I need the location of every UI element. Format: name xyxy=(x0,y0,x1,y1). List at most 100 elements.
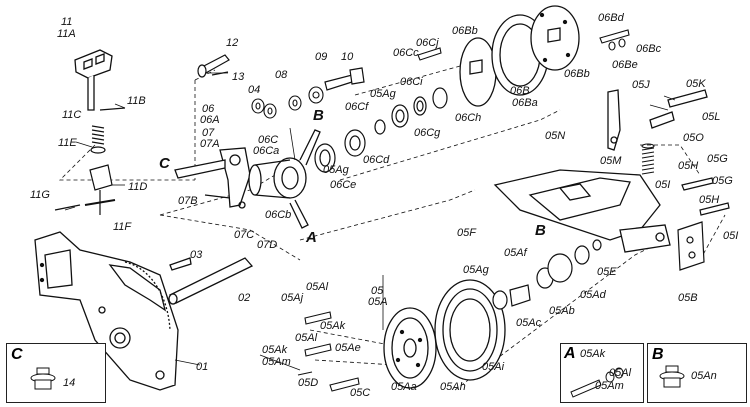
callout-05I-right: 05I xyxy=(723,230,739,242)
inset-C-letter: C xyxy=(11,346,23,363)
callout-07D: 07D xyxy=(257,239,278,251)
pin-12 xyxy=(197,54,230,78)
callout-05D: 05D xyxy=(298,377,319,389)
callout-07: 07 xyxy=(202,127,215,139)
callout-05Al-left: 05Al xyxy=(295,332,318,344)
handle-11 xyxy=(74,49,126,111)
callout-05Ag-top: 05Ag xyxy=(370,88,396,100)
callout-05Ai: 05Ai xyxy=(482,361,505,373)
callout-05F: 05F xyxy=(457,227,476,239)
spring-05M xyxy=(641,143,655,175)
bolt-assembly-icon xyxy=(570,367,624,398)
inset-B: B 05An xyxy=(647,343,747,403)
callout-06A: 06A xyxy=(200,114,220,126)
callout-06Cj: 06Cj xyxy=(416,37,439,49)
bearings-06Ce xyxy=(314,87,448,173)
callout-06Cc: 06Cc xyxy=(393,47,419,59)
callout-13: 13 xyxy=(232,71,245,83)
callout-05Ac: 05Ac xyxy=(516,317,542,329)
callout-10: 10 xyxy=(341,51,354,63)
callout-06Ca: 06Ca xyxy=(253,145,280,157)
callout-08: 08 xyxy=(275,69,288,81)
callout-04: 04 xyxy=(248,84,261,96)
callout-03: 03 xyxy=(190,249,203,261)
bolt-10 xyxy=(324,67,365,91)
callout-06Ch: 06Ch xyxy=(455,112,482,124)
callout-06Bb-top: 06Bb xyxy=(452,25,478,37)
callout-05Ah: 05Ah xyxy=(440,381,466,393)
callout-05G-b: 05G xyxy=(712,175,733,187)
leader-lines xyxy=(64,72,676,371)
shaft-02 xyxy=(168,257,254,305)
callout-05Aj: 05Aj xyxy=(281,292,304,304)
callout-05G-a: 05G xyxy=(707,153,728,165)
callout-11: 11 xyxy=(61,16,73,28)
callout-05: 05 xyxy=(371,285,384,297)
callout-11B: 11B xyxy=(127,95,146,107)
callout-01: 01 xyxy=(196,361,209,373)
callout-02: 02 xyxy=(238,292,251,304)
inset-A: A 05Ak 05Al 05Am xyxy=(560,343,644,403)
callout-06Ci: 06Ci xyxy=(400,76,423,88)
inset-A-part-05Al: 05Al xyxy=(609,367,632,379)
callout-06Ce: 06Ce xyxy=(330,179,357,191)
callout-05E: 05E xyxy=(597,266,617,278)
hub-06C xyxy=(248,129,321,229)
callout-05N: 05N xyxy=(545,130,566,142)
callout-05Ag-bottom: 05Ag xyxy=(463,264,489,276)
hub-05Ac xyxy=(492,239,602,310)
callout-05B: 05B xyxy=(678,292,698,304)
drum-06B xyxy=(459,5,580,107)
inset-B-part: 05An xyxy=(691,370,717,382)
callout-05Al-top: 05Al xyxy=(306,281,329,293)
callout-05Ak-mid: 05Ak xyxy=(320,320,346,332)
callout-06Cd: 06Cd xyxy=(363,154,390,166)
inset-A-part-05Am: 05Am xyxy=(595,380,624,392)
callout-06Cb: 06Cb xyxy=(265,209,292,221)
frame-01 xyxy=(34,231,179,391)
callout-06Bb-right: 06Bb xyxy=(564,68,590,80)
callout-05Ak-left: 05Ak xyxy=(262,344,288,356)
callout-05M: 05M xyxy=(600,155,622,167)
callout-12: 12 xyxy=(226,37,239,49)
callout-06Bc: 06Bc xyxy=(636,43,662,55)
inset-B-letter: B xyxy=(652,346,664,363)
view-letter-B-arm: B xyxy=(535,222,546,239)
pivot-11D-11F xyxy=(54,164,116,215)
callout-11A: 11A xyxy=(57,28,76,40)
callout-05O: 05O xyxy=(683,132,704,144)
callout-05Ag-mid: 05Ag xyxy=(323,164,349,176)
callout-05C: 05C xyxy=(350,387,371,399)
callout-11E: 11E xyxy=(58,137,77,149)
callout-06B: 06B xyxy=(510,85,530,97)
spring-11C xyxy=(90,125,106,154)
plate-05B xyxy=(677,177,730,271)
callout-05H-b: 05H xyxy=(699,194,720,206)
callout-06C: 06C xyxy=(258,134,279,146)
callout-09: 09 xyxy=(315,51,328,63)
wheel-05Ai xyxy=(434,279,506,381)
view-letter-A: A xyxy=(306,229,317,246)
callout-05H-a: 05H xyxy=(678,160,699,172)
callout-05Ab: 05Ab xyxy=(549,305,575,317)
inset-C-part: 14 xyxy=(63,377,76,389)
callout-05Am: 05Am xyxy=(262,356,291,368)
lever-05J xyxy=(607,89,708,151)
callout-11G: 11G xyxy=(30,189,50,201)
arm-06-07 xyxy=(174,147,251,209)
inset-A-letter: A xyxy=(564,345,576,362)
callout-06Cf: 06Cf xyxy=(345,101,369,113)
callout-05L: 05L xyxy=(702,111,721,123)
callout-05I-spring: 05I xyxy=(655,179,671,191)
washers-04-08-09 xyxy=(251,86,324,119)
plug-14-icon xyxy=(30,367,56,390)
callout-06Ba: 06Ba xyxy=(512,97,538,109)
callout-11F: 11F xyxy=(113,221,132,233)
callout-05Aa: 05Aa xyxy=(391,381,417,393)
callout-07A: 07A xyxy=(200,138,220,150)
view-letter-B: B xyxy=(313,107,324,124)
inset-A-part-05Ak: 05Ak xyxy=(580,348,606,360)
inset-C: C 14 xyxy=(6,343,106,403)
callout-06Be: 06Be xyxy=(612,59,638,71)
